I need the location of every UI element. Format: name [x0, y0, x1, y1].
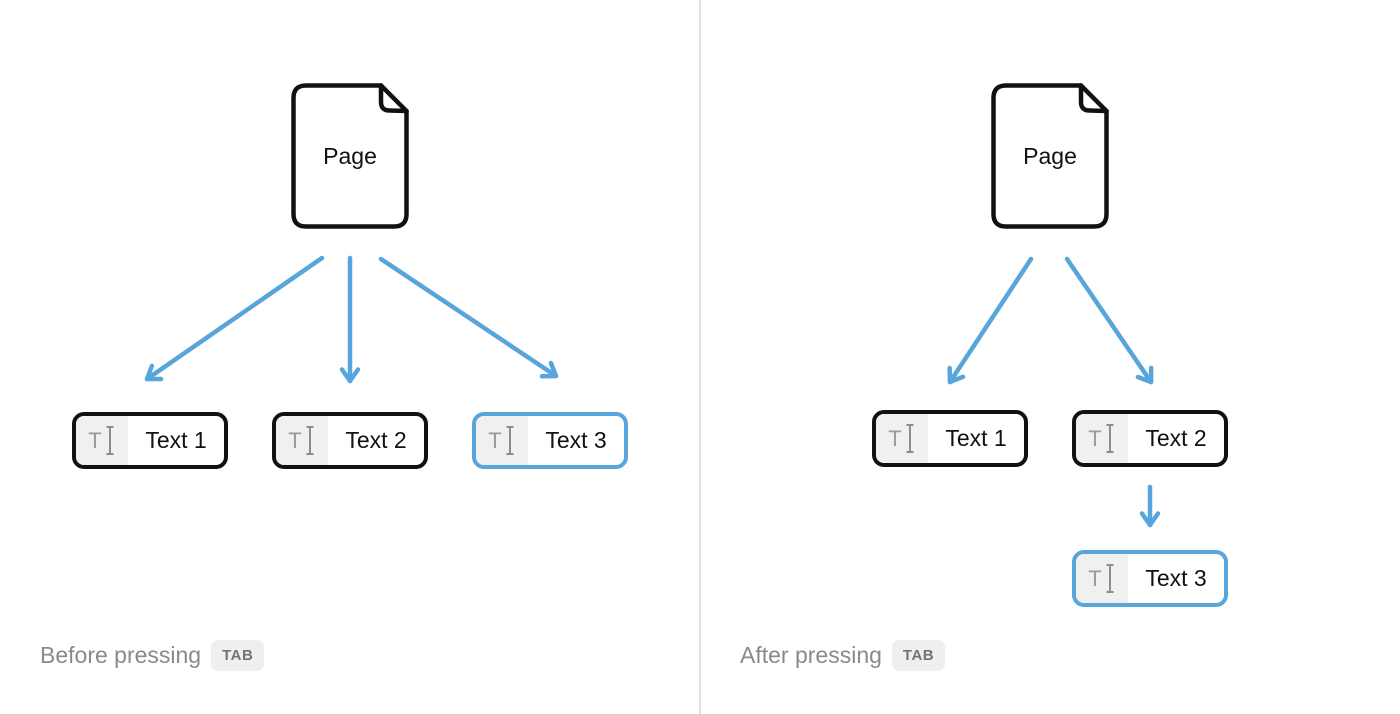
caption-text: Before pressing [40, 642, 202, 668]
document-icon [991, 83, 1109, 229]
ibeam-cursor-icon [1106, 424, 1114, 453]
arrow-page-to-text3-left [378, 256, 559, 379]
block-label: Text 1 [145, 427, 207, 453]
document-icon [291, 83, 409, 229]
text-letter-glyph: T [488, 427, 502, 453]
page-document-icon: Page [291, 83, 409, 229]
caption-before: Before pressing TAB [40, 639, 265, 672]
text-letter-glyph: T [1088, 425, 1102, 451]
page-label: Page [1023, 143, 1077, 169]
ibeam-cursor-icon [906, 424, 914, 453]
arrow-page-to-text1-right [947, 256, 1034, 385]
ibeam-cursor-icon [506, 426, 514, 455]
panel-1-block-3: T Text 3 [1072, 550, 1228, 607]
page-label: Page [323, 143, 377, 169]
text-cursor-icon: T [276, 416, 328, 465]
text-letter-glyph: T [1088, 565, 1102, 591]
tab-key-badge: TAB [891, 640, 946, 671]
arrow-page-to-text1-left [144, 255, 325, 382]
block-label: Text 3 [1145, 565, 1207, 591]
text-letter-glyph: T [88, 427, 102, 453]
panel-0-block-1: T Text 1 [72, 412, 228, 469]
ibeam-cursor-icon [306, 426, 314, 455]
text-cursor-icon: T [76, 416, 128, 465]
block-label: Text 2 [345, 427, 407, 453]
panel-divider [699, 0, 701, 714]
arrow-page-to-text2-right [1064, 256, 1154, 385]
text-cursor-icon: T [476, 416, 528, 465]
text-letter-glyph: T [888, 425, 902, 451]
block-label: Text 3 [545, 427, 607, 453]
panel-1-block-1: T Text 1 [872, 410, 1028, 467]
text-cursor-icon: T [1076, 554, 1128, 603]
ibeam-cursor-icon [106, 426, 114, 455]
block-label: Text 2 [1145, 425, 1207, 451]
caption-after: After pressing TAB [740, 639, 946, 672]
panel-1-block-2: T Text 2 [1072, 410, 1228, 467]
block-label: Text 1 [945, 425, 1007, 451]
text-letter-glyph: T [288, 427, 302, 453]
text-cursor-icon: T [876, 414, 928, 463]
tab-key-badge: TAB [211, 640, 265, 671]
caption-text: After pressing [740, 642, 882, 668]
text-cursor-icon: T [1076, 414, 1128, 463]
ibeam-cursor-icon [1106, 564, 1114, 593]
page-document-icon: Page [991, 83, 1109, 229]
panel-0-block-2: T Text 2 [272, 412, 428, 469]
panel-0-block-3: T Text 3 [472, 412, 628, 469]
